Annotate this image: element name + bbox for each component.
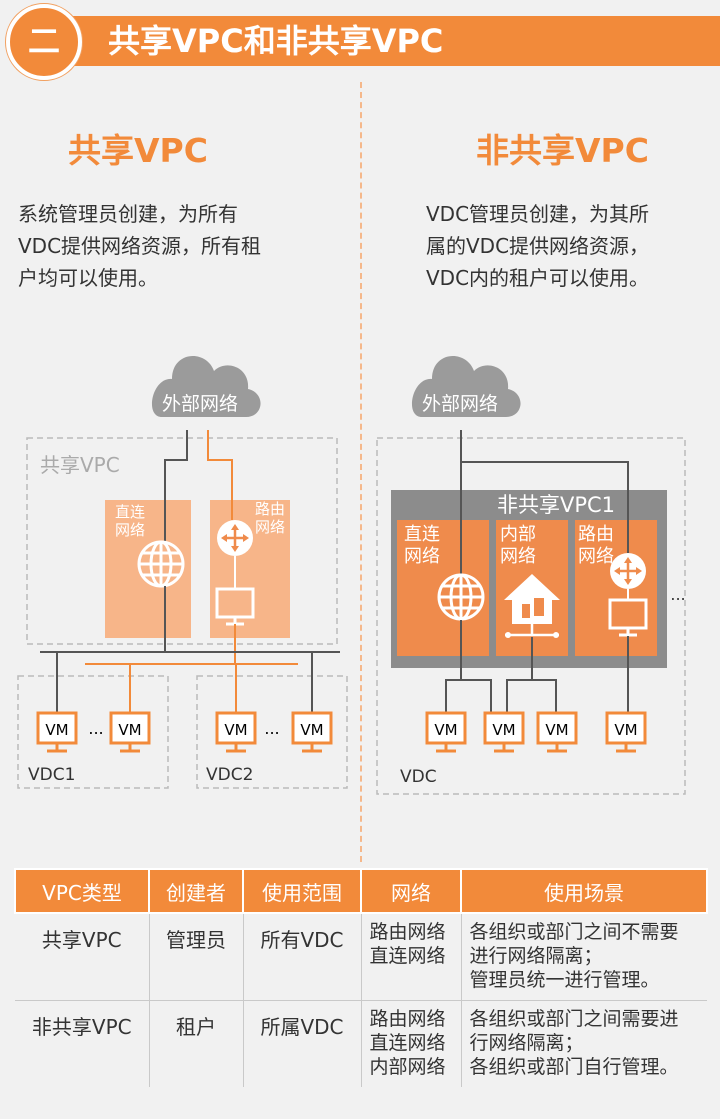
right-internal-label: 内部 网络 — [500, 524, 542, 567]
vdc1-label: VDC1 — [28, 765, 75, 785]
header-banner — [60, 16, 720, 66]
svg-text:VM: VM — [492, 721, 515, 739]
cell-network: 路由网络 直连网络 内部网络 — [361, 1000, 462, 1087]
header-vpc-type: VPC类型 — [14, 868, 150, 914]
vm-icon: VM — [536, 711, 578, 753]
left-routed-label: 路由 网络 — [255, 500, 290, 536]
header-network: 网络 — [360, 868, 462, 914]
right-direct-label: 直连 网络 — [404, 524, 446, 567]
vm-icon: VM — [291, 711, 333, 753]
vm-icon: VM — [483, 711, 525, 753]
table-row: 非共享VPC 租户 所属VDC 路由网络 直连网络 内部网络 各组织或部门之间需… — [15, 1000, 707, 1087]
right-router-icon — [608, 551, 648, 591]
section-badge: 二 — [6, 4, 82, 80]
house-icon — [504, 574, 560, 638]
nonshared-vpc-label: 非共享VPC1 — [497, 493, 615, 517]
cell-creator: 管理员 — [149, 913, 244, 1001]
right-direct-panel — [397, 520, 489, 656]
left-direct-panel — [105, 500, 191, 638]
cell-vpc-type: 共享VPC — [15, 913, 150, 1001]
vm-icon: VM — [605, 711, 647, 753]
right-globe-icon — [437, 573, 485, 621]
right-routed-panel — [575, 520, 657, 656]
left-routed-panel — [210, 500, 290, 638]
vdc-label: VDC — [400, 767, 437, 787]
network-diagram: 共享VPC 外部网络 直连 网络 路由 网络 VDC1 VDC2 — [17, 356, 686, 795]
right-ellipsis: ... — [670, 585, 685, 604]
svg-text:VM: VM — [614, 721, 637, 739]
vm-icon: VM — [215, 711, 257, 753]
right-title: 非共享VPC — [476, 131, 649, 170]
header-scope: 使用范围 — [242, 868, 362, 914]
vm-icon: VM — [109, 711, 151, 753]
badge-number: 二 — [27, 22, 60, 60]
column-divider — [360, 82, 362, 862]
page-title: 共享VPC和非共享VPC — [108, 22, 444, 60]
svg-text:VM: VM — [118, 721, 141, 739]
cell-scope: 所属VDC — [243, 1000, 362, 1087]
vdc1-container — [17, 675, 169, 789]
left-description: 系统管理员创建，为所有 VDC提供网络资源，所有租 户均可以使用。 — [18, 202, 262, 290]
svg-text:VM: VM — [545, 721, 568, 739]
table-row: 共享VPC 管理员 所有VDC 路由网络 直连网络 各组织或部门之间不需要 进行… — [15, 913, 707, 1001]
svg-text:VM: VM — [224, 721, 247, 739]
shared-vpc-label: 共享VPC — [40, 453, 120, 477]
cell-network: 路由网络 直连网络 — [361, 913, 462, 1001]
comparison-table: VPC类型 创建者 使用范围 网络 使用场景 共享VPC 管理员 所有VDC 路… — [14, 868, 708, 1087]
cell-scope: 所有VDC — [243, 913, 362, 1001]
table-header-row: VPC类型 创建者 使用范围 网络 使用场景 — [14, 868, 708, 914]
vm-icon: VM — [36, 711, 78, 753]
right-cloud-label: 外部网络 — [422, 393, 498, 415]
svg-text:VM: VM — [45, 721, 68, 739]
left-globe-icon — [137, 540, 185, 588]
svg-text:VM: VM — [300, 721, 323, 739]
cell-vpc-type: 非共享VPC — [15, 1000, 150, 1087]
shared-vpc-container — [26, 437, 338, 645]
left-cloud-label: 外部网络 — [162, 393, 238, 415]
header-creator: 创建者 — [148, 868, 244, 914]
left-direct-label: 直连 网络 — [115, 503, 150, 539]
header-scenario: 使用场景 — [460, 868, 708, 914]
vdc2-label: VDC2 — [206, 765, 253, 785]
cell-creator: 租户 — [149, 1000, 244, 1087]
right-routed-label: 路由 网络 — [578, 524, 620, 567]
left-router-icon — [215, 518, 255, 558]
vm-icon: VM — [425, 711, 467, 753]
left-ellipsis-1: ... — [88, 719, 103, 738]
right-description: VDC管理员创建，为其所 属的VDC提供网络资源， VDC内的租户可以使用。 — [426, 202, 650, 290]
vdc2-container — [196, 675, 348, 789]
vdc-container — [376, 437, 686, 795]
left-title: 共享VPC — [68, 131, 208, 170]
left-ellipsis-2: ... — [264, 719, 279, 738]
svg-text:VM: VM — [434, 721, 457, 739]
left-diagram: 共享VPC 外部网络 直连 网络 路由 网络 VDC1 VDC2 — [17, 356, 348, 789]
cell-scenario: 各组织或部门之间不需要 进行网络隔离； 管理员统一进行管理。 — [461, 913, 707, 1001]
cell-scenario: 各组织或部门之间需要进 行网络隔离； 各组织或部门自行管理。 — [469, 1008, 679, 1078]
right-diagram: VDC 外部网络 非共享VPC1 直连 网络 内部 网络 路由 网络 — [376, 356, 686, 795]
